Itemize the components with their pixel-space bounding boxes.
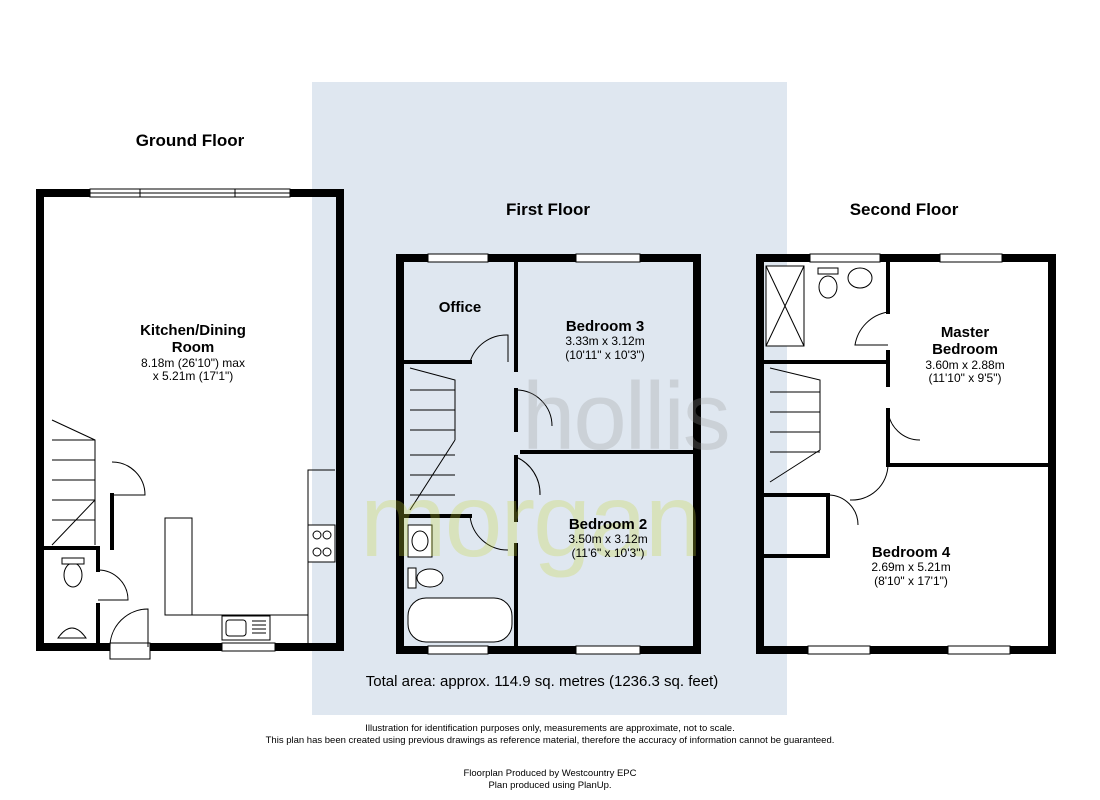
room-dimensions: 8.18m (26'10") max: [141, 355, 245, 370]
room-dimensions: 2.69m x 5.21m: [871, 560, 951, 575]
room-dimensions: 3.50m x 3.12m: [568, 532, 648, 547]
total-area: Total area: approx. 114.9 sq. metres (12…: [365, 673, 719, 690]
ground-floor-plan: [36, 188, 344, 660]
room-name: Bedroom 4: [871, 544, 951, 561]
first-floor-plan: [396, 253, 701, 655]
room-dimensions: (8'10" x 17'1"): [874, 574, 948, 589]
second-floor-title: Second Floor: [849, 200, 959, 219]
disclaimer-line-2: This plan has been created using previou…: [265, 735, 835, 746]
room-label-master-bedroom: Master Bedroom 3.60m x 2.88m (11'10" x 9…: [925, 324, 1004, 386]
room-label-bedroom-4: Bedroom 4 2.69m x 5.21m (8'10" x 17'1"): [871, 544, 950, 589]
room-name: Bedroom: [932, 341, 998, 359]
produced-by: Floorplan Produced by Westcountry EPC: [463, 768, 637, 779]
first-floor-highlight: [312, 82, 787, 715]
room-dimensions: (11'6" x 10'3"): [571, 546, 645, 561]
room-label-kitchen-dining: Kitchen/Dining Room 8.18m (26'10") max x…: [140, 322, 246, 384]
room-dimensions: 3.33m x 3.12m: [565, 334, 645, 349]
first-floor-title: First Floor: [505, 200, 591, 219]
ground-floor-title: Ground Floor: [135, 131, 245, 150]
second-floor-plan: [756, 253, 1056, 655]
room-label-bedroom-2: Bedroom 2 3.50m x 3.12m (11'6" x 10'3"): [568, 516, 647, 561]
room-label-office: Office: [439, 299, 482, 316]
room-dimensions: (11'10" x 9'5"): [928, 371, 1002, 386]
room-dimensions: 3.60m x 2.88m: [925, 357, 1005, 372]
room-name: Master: [940, 324, 990, 341]
room-dimensions: x 5.21m (17'1"): [152, 369, 234, 384]
room-name: Office: [438, 299, 482, 316]
disclaimer-line-1: Illustration for identification purposes…: [365, 723, 735, 734]
produced-using: Plan produced using PlanUp.: [488, 780, 612, 791]
room-dimensions: (10'11" x 10'3"): [565, 348, 645, 363]
room-label-bedroom-3: Bedroom 3 3.33m x 3.12m (10'11" x 10'3"): [565, 318, 645, 363]
room-name: Bedroom 2: [568, 516, 648, 533]
room-name: Room: [171, 339, 215, 357]
room-name: Kitchen/Dining: [140, 322, 246, 339]
room-name: Bedroom 3: [565, 318, 645, 335]
